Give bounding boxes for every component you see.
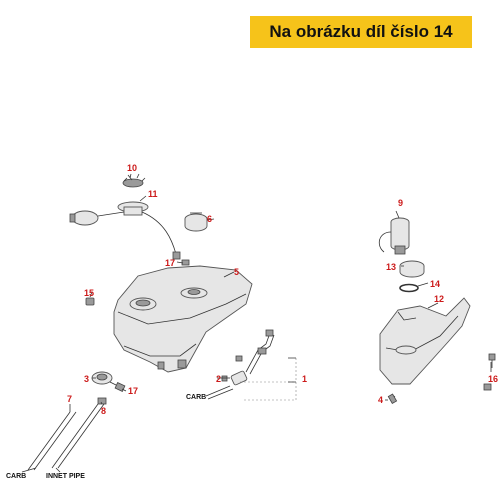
callout-4: 4 [378,395,383,405]
callout-17-top: 17 [165,258,175,268]
part-5-fuel-tank[interactable] [113,259,253,373]
callout-10: 10 [127,163,137,173]
part-10-gauge-cap[interactable] [122,173,146,188]
callout-3: 3 [84,374,89,384]
callout-1: 1 [302,374,307,384]
callout-8: 8 [101,406,106,416]
callout-5: 5 [234,267,239,277]
callout-17-bottom: 17 [128,386,138,396]
callout-2: 2 [216,374,221,384]
callout-9: 9 [398,198,403,208]
callout-7: 7 [67,394,72,404]
callout-6: 6 [207,214,212,224]
part-16-bolt[interactable] [483,353,496,391]
part-9-breather-cap[interactable] [378,217,410,255]
part-3-fuel-cock[interactable] [91,371,126,392]
label-inner-pipe: INNET PIPE [46,473,85,480]
leader-lines [21,174,492,473]
callout-11: 11 [148,189,158,199]
part-13-cap[interactable] [399,260,425,278]
callout-numbers: 10 11 6 5 17 15 9 13 14 12 3 17 2 1 16 4… [67,163,498,416]
part-7-pipe[interactable] [27,411,77,471]
part-15-grommet[interactable] [85,297,95,306]
part-number-banner: Na obrázku díl číslo 14 [250,16,472,48]
part-11-fuel-sender[interactable] [69,201,181,260]
callout-13: 13 [386,262,396,272]
callout-16: 16 [488,374,498,384]
part-8-pipe[interactable] [51,397,107,469]
label-carb-2: CARB [6,473,26,480]
part-2-fuel-filter[interactable] [205,329,275,400]
part-12-oil-tank[interactable] [379,297,471,385]
callout-14: 14 [430,279,440,289]
part-14-seal-ring[interactable] [399,283,419,293]
callout-12: 12 [434,294,444,304]
part-6-filler-cap[interactable] [184,212,208,232]
label-carb-1: CARB [186,394,206,401]
part-4-bolt[interactable] [387,393,398,405]
callout-15: 15 [84,288,94,298]
